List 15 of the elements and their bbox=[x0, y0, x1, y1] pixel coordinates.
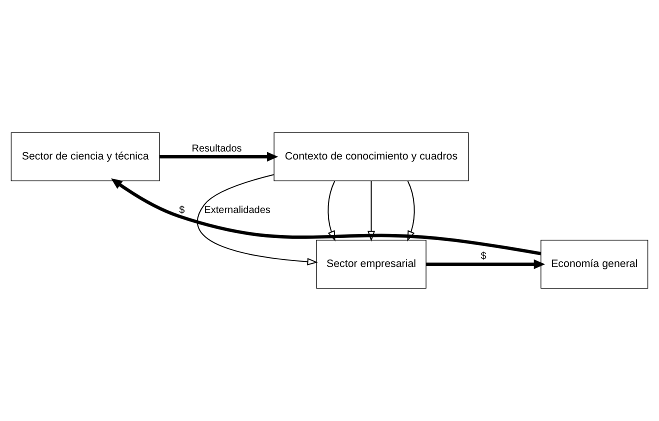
arrow bbox=[328, 180, 336, 242]
edge-label: Resultados bbox=[192, 143, 242, 154]
arrow bbox=[196, 174, 318, 266]
node-box: Sector de ciencia y técnica bbox=[10, 132, 160, 182]
arrow bbox=[407, 180, 415, 242]
node-box: Economía general bbox=[540, 240, 648, 289]
arrow bbox=[111, 178, 542, 256]
edge-label: Externalidades bbox=[204, 204, 270, 216]
edge-label: $ bbox=[179, 204, 185, 216]
arrow bbox=[160, 152, 278, 162]
edge-label: $ bbox=[480, 250, 486, 262]
node-box: Contexto de conocimiento y cuadros bbox=[274, 132, 469, 182]
node-box: Sector empresarial bbox=[316, 240, 426, 289]
arrow bbox=[368, 180, 375, 242]
arrow bbox=[426, 259, 546, 270]
